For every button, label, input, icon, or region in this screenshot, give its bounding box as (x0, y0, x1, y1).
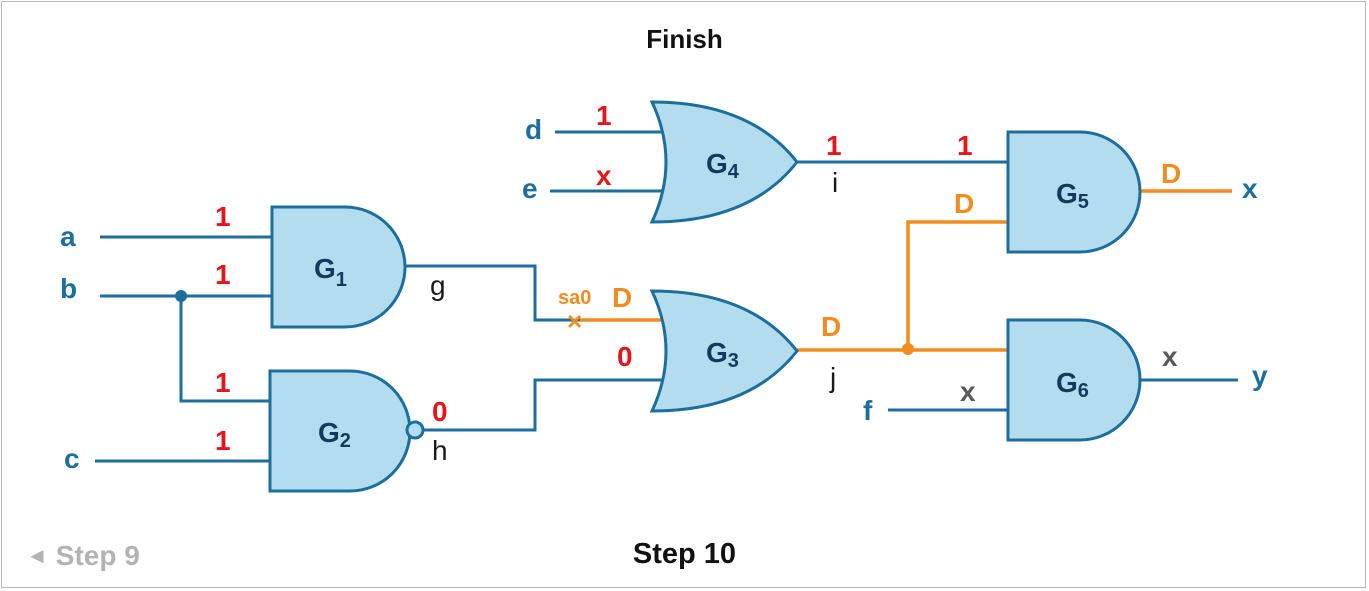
gate-label-g1: G1 (314, 253, 347, 291)
and-gate-g6 (1006, 318, 1142, 442)
wire-b-branch (179, 296, 270, 403)
output-label-x: x (1242, 173, 1258, 204)
gate-label-g6: G6 (1056, 367, 1089, 402)
value-g3-input-g: D (612, 282, 632, 313)
value-g2-input-c: 1 (215, 425, 231, 456)
gate-label-g5: G5 (1056, 178, 1089, 213)
junction-j (902, 343, 914, 355)
value-g5-output: D (1161, 158, 1181, 189)
wire-g (403, 264, 580, 322)
inversion-bubble (405, 420, 425, 440)
gate-label-g2: G2 (318, 417, 351, 452)
net-label-g: g (430, 270, 446, 301)
fault-marker: × (567, 306, 582, 336)
value-g5-input-j: D (954, 188, 974, 219)
input-label-b: b (60, 273, 77, 304)
input-label-a: a (60, 221, 76, 252)
value-g6-input-f: x (960, 376, 976, 407)
input-label-f: f (863, 395, 873, 426)
and-gate-g1 (270, 205, 407, 329)
junction-b (175, 290, 187, 302)
net-label-h: h (432, 435, 448, 466)
value-i: 1 (826, 130, 842, 161)
or-gate-g3 (649, 289, 799, 413)
or-gate-g4 (649, 100, 799, 224)
current-step-label: Step 10 (632, 538, 737, 570)
net-label-j: j (829, 362, 836, 393)
value-g1-input-b: 1 (215, 259, 231, 290)
value-g6-output: x (1162, 341, 1178, 372)
gate-label-g4: G4 (706, 148, 740, 183)
value-g1-input-a: 1 (215, 201, 231, 232)
wire-h (424, 378, 667, 432)
net-label-i: i (832, 167, 838, 198)
back-arrow-icon: ◄ (26, 543, 48, 568)
input-label-c: c (64, 443, 80, 474)
previous-step-button[interactable]: ◄ Step 9 (26, 540, 140, 572)
input-label-e: e (522, 173, 538, 204)
value-h: 0 (432, 396, 448, 427)
output-label-y: y (1252, 360, 1268, 391)
value-j: D (821, 311, 841, 342)
wires (95, 130, 1238, 463)
wire-j-branch (906, 220, 1008, 350)
fault-label: sa0 (558, 287, 591, 309)
value-e: x (596, 160, 612, 191)
fault-path (580, 189, 1232, 355)
diagram-title: Finish (646, 24, 723, 54)
value-g5-input-i: 1 (957, 130, 973, 161)
previous-step-label: Step 9 (55, 540, 140, 571)
value-d: 1 (596, 100, 612, 131)
value-g3-input-h: 0 (617, 341, 633, 372)
and-gate-g5 (1006, 130, 1142, 254)
gate-label-g3: G3 (706, 337, 739, 372)
value-g2-input-b: 1 (215, 367, 231, 398)
input-label-d: d (525, 114, 542, 145)
